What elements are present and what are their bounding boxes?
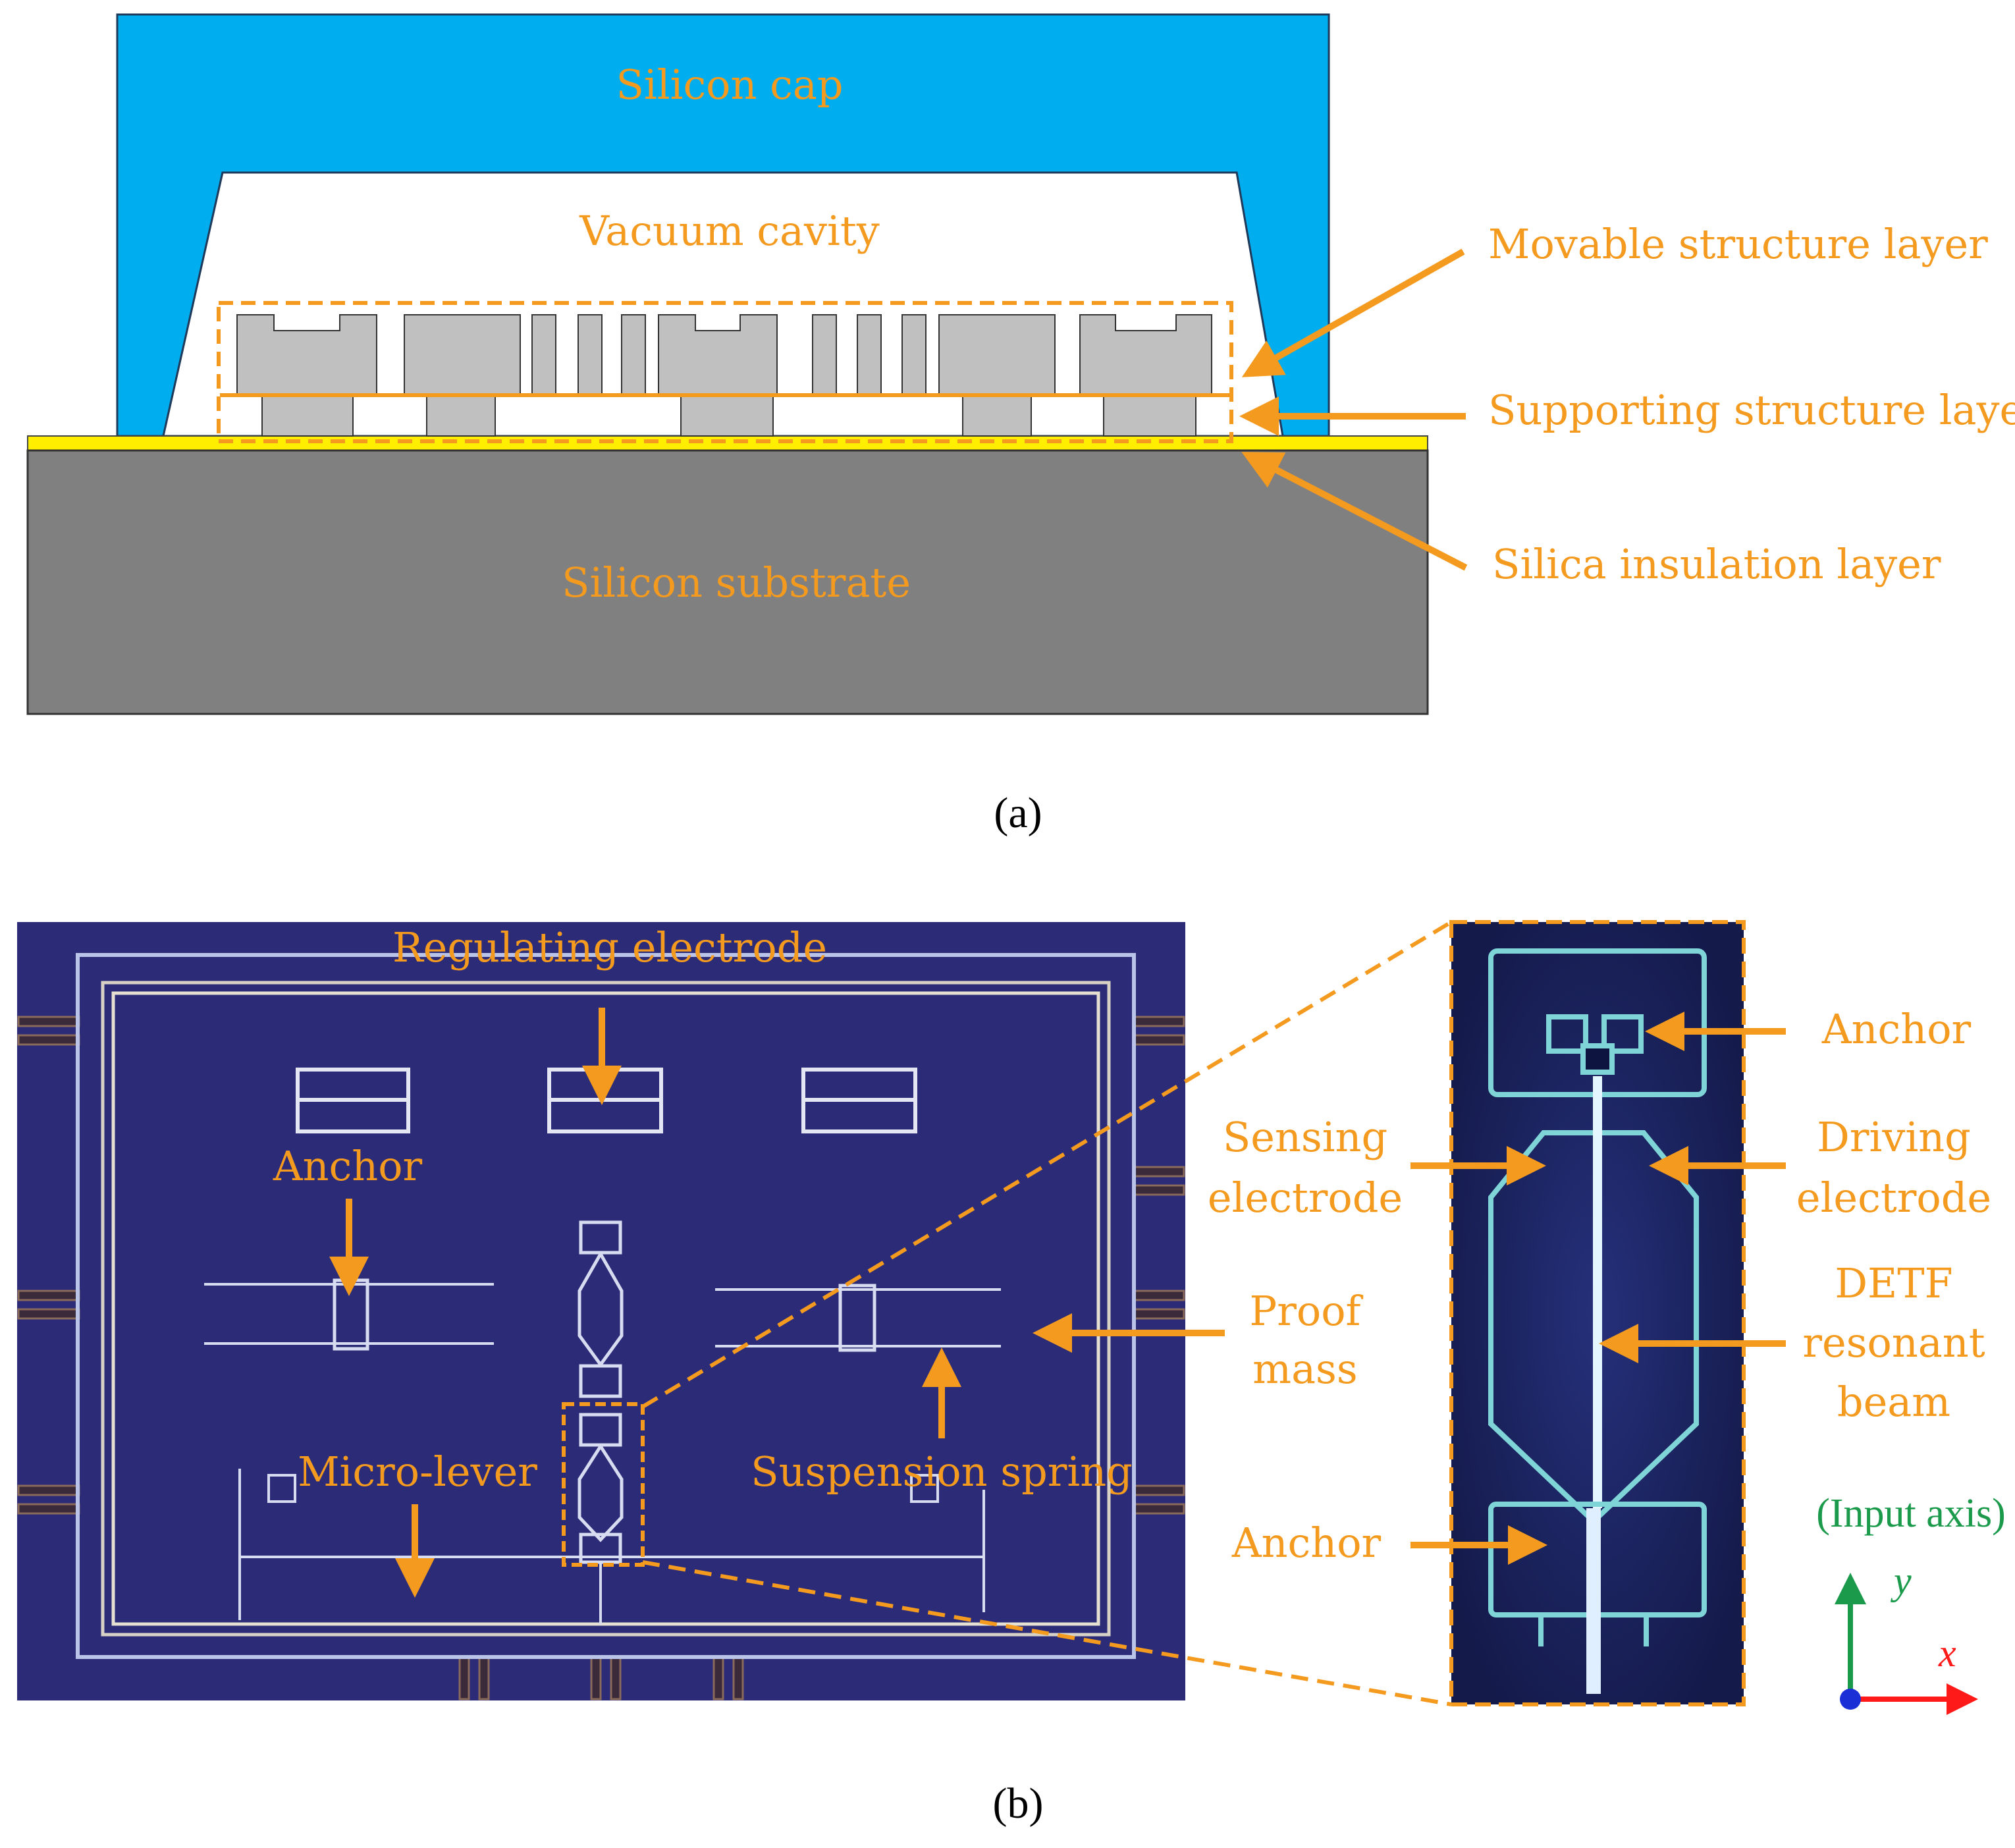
panel-b-label: (b) [993, 1780, 1044, 1828]
vacuum-cavity-label: Vacuum cavity [579, 207, 880, 255]
zoom-connector-bottom [642, 1560, 1452, 1706]
regulating-electrode-label: Regulating electrode [392, 923, 827, 971]
silicon-substrate [26, 449, 1429, 715]
bond-pads [17, 1016, 1185, 1700]
center-detf-structures [578, 1220, 624, 1564]
structure-dashed-box [217, 301, 1233, 443]
driving-electrode-line1: Driving [1817, 1113, 1971, 1161]
axis-origin [1840, 1689, 1861, 1710]
movable-layer-arrow [1241, 248, 1465, 377]
detf-line1: DETF [1835, 1259, 1952, 1307]
panel-a-cross-section: Silicon cap Vacuum cavity Silicon substr… [26, 13, 2015, 837]
regulating-electrodes [296, 1068, 917, 1133]
zoom-anchor-bottom-label: Anchor [1231, 1519, 1382, 1567]
supporting-structure-layer-label: Supporting structure layer [1488, 386, 2015, 434]
detf-line2: resonant [1802, 1318, 1985, 1367]
panel-b-micrograph: Regulating electrode Anchor Proof mass S… [17, 920, 2006, 1828]
anchor-left-label: Anchor [273, 1142, 423, 1190]
silica-layer-arrow [1241, 452, 1468, 571]
zoom-inset-structure [1488, 948, 1707, 1694]
suspension-spring-label: Suspension spring [751, 1448, 1133, 1496]
proof-mass-label-line1: Proof [1250, 1287, 1364, 1335]
proof-mass-label-line2: mass [1252, 1345, 1357, 1393]
zoom-inset-border [1449, 920, 1746, 1706]
detf-line3: beam [1837, 1378, 1950, 1426]
supporting-structure-posts [261, 394, 1196, 437]
movable-structure-layer-label: Movable structure layer [1488, 220, 1988, 268]
silicon-substrate-label: Silicon substrate [562, 558, 911, 607]
axis-x-label: x [1938, 1631, 1956, 1675]
outer-frame-inner [101, 981, 1111, 1637]
sensing-electrode-line1: Sensing [1223, 1113, 1387, 1161]
inner-frame [111, 991, 1100, 1626]
silicon-cap-label: Silicon cap [616, 61, 843, 109]
silica-insulation-layer-label: Silica insulation layer [1492, 540, 1941, 588]
sensing-electrode-line2: electrode [1208, 1174, 1403, 1222]
axis-y-label: y [1890, 1559, 1912, 1602]
micro-lever-label: Micro-lever [298, 1448, 537, 1496]
driving-electrode-line2: electrode [1796, 1174, 1991, 1222]
detf-selection-box [562, 1402, 645, 1567]
movable-structure-blocks [236, 314, 1212, 394]
zoom-inset [1449, 920, 1746, 1706]
input-axis-label: (Input axis) [1816, 1491, 2006, 1536]
panel-a-label: (a) [994, 789, 1042, 837]
zoom-anchor-top-label: Anchor [1821, 1005, 1972, 1053]
outer-frame [76, 953, 1136, 1659]
micro-lever [238, 1469, 985, 1624]
